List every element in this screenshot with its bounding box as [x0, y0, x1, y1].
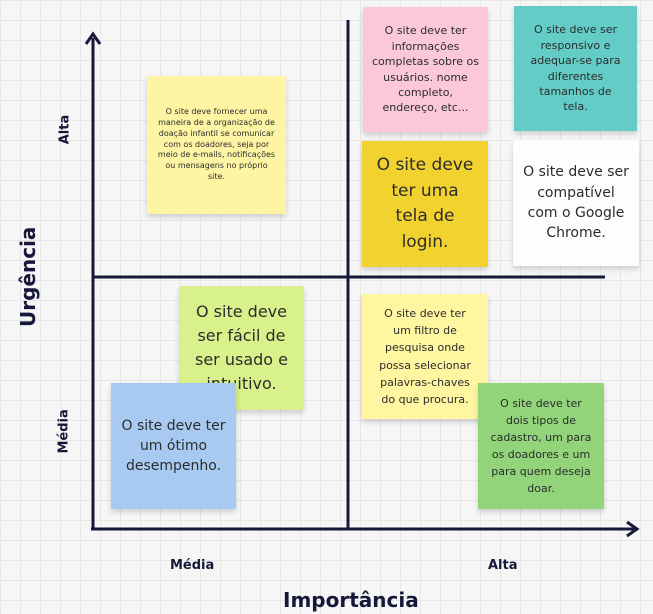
sticky-note-responsive[interactable]: O site deve ser responsivo e adequar-se … — [514, 6, 637, 131]
y-axis-arrowhead — [84, 31, 102, 45]
sticky-note-two-registrations[interactable]: O site deve ter dois tipos de cadastro, … — [478, 383, 604, 509]
y-tick-media: Média — [56, 409, 72, 454]
sticky-note-search-filter[interactable]: O site deve ter um filtro de pesquisa on… — [362, 294, 488, 419]
sticky-note-performance[interactable]: O site deve ter um ótimo desempenho. — [111, 383, 236, 509]
x-tick-alta: Alta — [488, 558, 518, 573]
sticky-note-login-screen[interactable]: O site deve ter uma tela de login. — [362, 141, 488, 267]
sticky-note-user-info[interactable]: O site deve ter informações completas so… — [363, 7, 488, 132]
y-axis-title: Urgência — [16, 226, 40, 327]
sticky-note-donation-communication[interactable]: O site deve fornecer uma maneira de a or… — [147, 76, 286, 214]
x-axis-arrowhead — [626, 520, 640, 538]
y-tick-alta: Alta — [57, 114, 73, 145]
x-tick-media: Média — [170, 558, 215, 573]
sticky-note-easy-to-use[interactable]: O site deve ser fácil de ser usado e int… — [179, 286, 304, 410]
x-axis-title: Importância — [283, 588, 419, 612]
sticky-note-chrome-compatible[interactable]: O site deve ser compatível com o Google … — [513, 140, 639, 266]
